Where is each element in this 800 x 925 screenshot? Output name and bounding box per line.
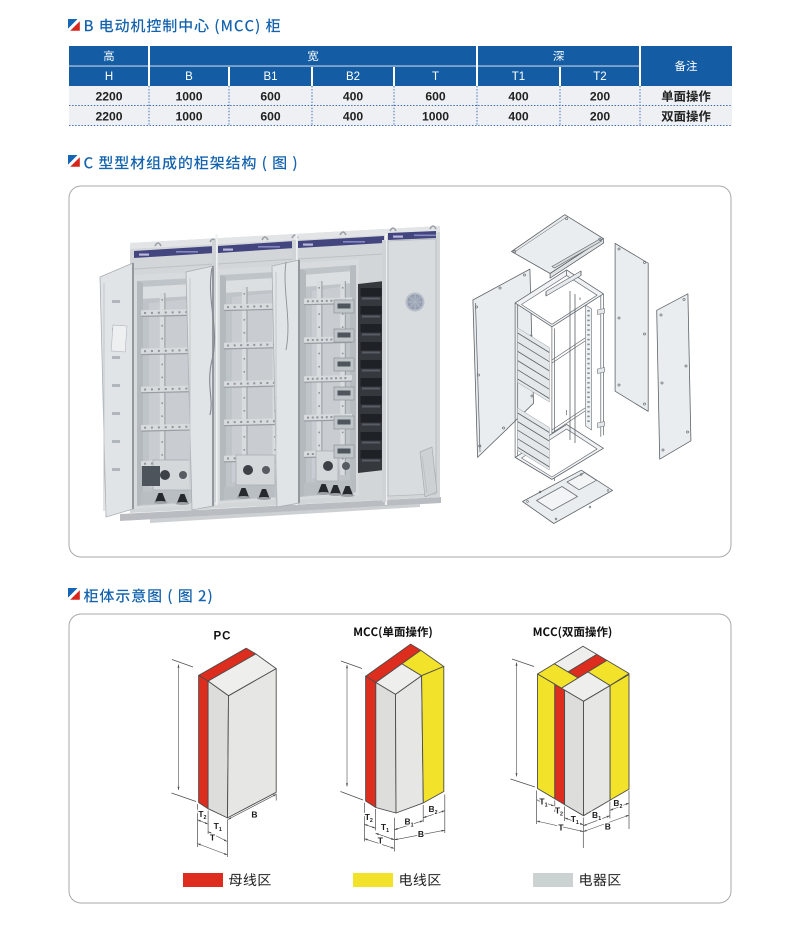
svg-text:2200: 2200 <box>95 90 122 104</box>
svg-text:T1: T1 <box>539 797 547 809</box>
svg-text:400: 400 <box>343 90 364 104</box>
svg-text:T2: T2 <box>593 71 606 83</box>
svg-text:B2: B2 <box>346 71 360 83</box>
svg-text:1000: 1000 <box>422 110 449 124</box>
svg-text:200: 200 <box>590 110 611 124</box>
svg-text:B2: B2 <box>428 804 437 816</box>
svg-text:600: 600 <box>260 90 281 104</box>
svg-text:B: B <box>418 829 424 839</box>
svg-text:400: 400 <box>508 110 529 124</box>
svg-text:B: B <box>605 821 611 831</box>
svg-text:PC: PC <box>214 631 232 643</box>
svg-text:B: B <box>251 810 257 820</box>
svg-text:200: 200 <box>590 90 611 104</box>
svg-text:600: 600 <box>425 90 446 104</box>
svg-text:1000: 1000 <box>175 110 202 124</box>
svg-text:T: T <box>432 71 439 83</box>
svg-text:T1: T1 <box>512 71 525 83</box>
svg-text:T1: T1 <box>381 822 389 834</box>
svg-text:H: H <box>105 71 113 83</box>
svg-text:T2: T2 <box>555 805 563 817</box>
svg-text:T2: T2 <box>198 809 206 821</box>
svg-text:B: B <box>185 71 193 83</box>
svg-text:T2: T2 <box>365 812 373 824</box>
svg-text:B1: B1 <box>263 71 277 83</box>
svg-text:2200: 2200 <box>95 110 122 124</box>
svg-text:B1: B1 <box>592 810 601 822</box>
svg-text:T1: T1 <box>571 814 579 826</box>
svg-text:B1: B1 <box>404 816 413 828</box>
svg-text:400: 400 <box>343 110 364 124</box>
svg-text:T: T <box>558 822 564 832</box>
svg-text:B2: B2 <box>613 798 622 810</box>
svg-text:T1: T1 <box>214 821 222 833</box>
svg-text:600: 600 <box>260 110 281 124</box>
svg-text:T: T <box>210 832 216 842</box>
svg-text:400: 400 <box>508 90 529 104</box>
svg-text:1000: 1000 <box>175 90 202 104</box>
svg-text:T: T <box>378 835 384 845</box>
